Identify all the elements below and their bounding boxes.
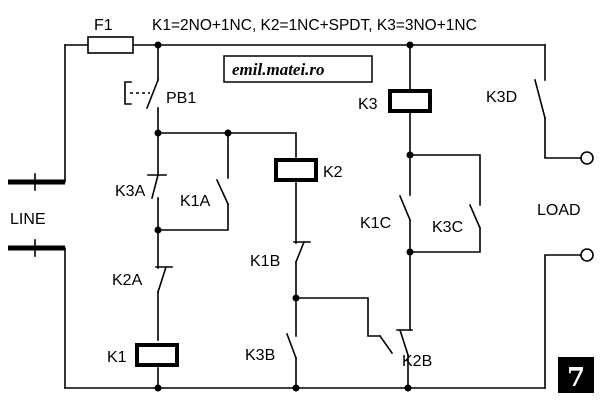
watermark-text: emil.matei.ro (232, 60, 325, 79)
k3c-contact (468, 203, 482, 230)
watermark: emil.matei.ro (223, 55, 373, 83)
k2b-route (295, 297, 381, 337)
junction-dot (154, 384, 162, 392)
label-f1: F1 (94, 17, 113, 34)
k2a-contact (156, 265, 168, 294)
pb1-contact (145, 78, 160, 110)
label-pb1: PB1 (166, 90, 196, 107)
k3c-branch (409, 154, 481, 206)
k1c-contact (398, 194, 412, 222)
junction-dot (292, 294, 300, 302)
load-terminal-bottom (580, 248, 594, 262)
k2b-common (378, 334, 394, 355)
label-k2a: K2A (112, 272, 143, 289)
junction-dot (154, 226, 162, 234)
k3a-contact (151, 174, 159, 199)
junction-dot (406, 151, 414, 159)
k2-feed (227, 132, 297, 158)
load-return (544, 254, 581, 389)
k3c-return (409, 227, 481, 253)
badge-background (558, 357, 594, 393)
junction-dot (404, 384, 412, 392)
label-load: LOAD (537, 202, 581, 219)
page-badge: 7 (558, 357, 594, 393)
k3d-contact (534, 79, 546, 119)
pb1-button-head (124, 81, 132, 105)
wires (64, 44, 581, 389)
spec-header: K1=2NO+1NC, K2=1NC+SPDT, K3=3NO+1NC (152, 17, 477, 34)
k3b-contact (285, 332, 298, 360)
junction-dot (292, 384, 300, 392)
contacts (124, 78, 546, 360)
fuse-f1 (87, 36, 134, 54)
load-terminal-top (580, 151, 594, 165)
label-k1c: K1C (360, 215, 391, 232)
junction-dot (406, 41, 414, 49)
label-k1: K1 (107, 349, 127, 366)
junction-dot (154, 129, 162, 137)
label-k2b: K2B (402, 353, 432, 370)
label-k3: K3 (358, 96, 378, 113)
k3d-out (544, 117, 581, 159)
coil-k2 (274, 158, 318, 182)
k1a-top-branch (157, 132, 229, 179)
junction-dot (406, 248, 414, 256)
badge-number: 7 (567, 363, 585, 393)
label-k2: K2 (323, 164, 343, 181)
junctions (154, 41, 414, 392)
label-line: LINE (10, 211, 46, 228)
label-k3d: K3D (486, 89, 517, 106)
k1b-contact (294, 240, 306, 264)
label-k1a: K1A (180, 193, 211, 210)
label-k3c: K3C (432, 219, 463, 236)
k2b-contact (398, 328, 410, 357)
label-k1b: K1B (250, 253, 280, 270)
coil-k1 (135, 343, 179, 367)
k1a-bottom-branch (157, 203, 229, 231)
junction-dot (224, 129, 232, 137)
k1a-contact (215, 178, 230, 206)
label-k3a: K3A (115, 183, 146, 200)
label-k3b: K3B (245, 347, 275, 364)
coil-k3 (388, 89, 432, 113)
junction-dot (154, 41, 162, 49)
watermark-box (223, 55, 373, 83)
